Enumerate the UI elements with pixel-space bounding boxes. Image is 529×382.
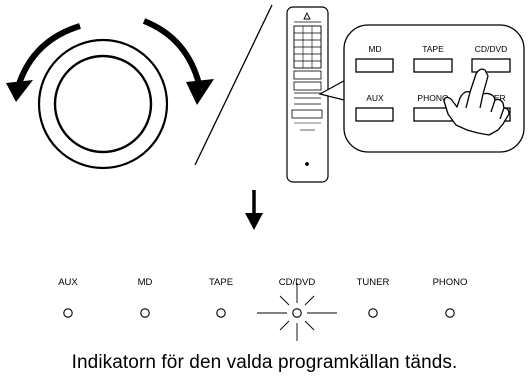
indicator-label: MD (138, 277, 153, 288)
divider-line (194, 4, 273, 166)
indicator-label: AUX (58, 277, 78, 288)
light-rays-icon (257, 283, 337, 341)
up-triangle-icon (303, 11, 311, 20)
remote-control (286, 6, 329, 183)
rotate-left-arrow-icon (6, 23, 81, 102)
indicator-cd-dvd: CD/DVD (257, 277, 337, 341)
indicator-tape: TAPE (209, 277, 233, 318)
indicator-md: MD (138, 277, 153, 318)
phono-button-label: PHONO (417, 93, 449, 103)
indicator-aux: AUX (58, 277, 78, 318)
input-selector-knob (37, 38, 169, 170)
md-button[interactable]: MD (355, 44, 394, 73)
aux-button-label: AUX (366, 93, 384, 103)
indicator-phono: PHONO (433, 277, 468, 318)
indicator-lamp (63, 308, 73, 318)
md-button-label: MD (368, 44, 381, 54)
cd-dvd-button-label: CD/DVD (475, 44, 508, 54)
indicator-lamp (140, 308, 150, 318)
indicator-lamp (445, 308, 455, 318)
indicator-lamp (216, 308, 226, 318)
indicator-label: PHONO (433, 277, 468, 288)
aux-button[interactable]: AUX (355, 93, 394, 122)
rotate-right-arrow-icon (142, 18, 214, 105)
pressing-hand-icon (443, 68, 510, 136)
indicator-lamp (368, 308, 378, 318)
indicator-label: TUNER (357, 277, 390, 288)
indicator-label: TAPE (209, 277, 233, 288)
indicator-tuner: TUNER (357, 277, 390, 318)
indicator-label: CD/DVD (279, 277, 316, 288)
tape-button-label: TAPE (422, 44, 444, 54)
caption-text: Indikatorn för den valda programkällan t… (71, 352, 458, 373)
tape-button[interactable]: TAPE (413, 44, 453, 73)
indicator-lamp (292, 308, 302, 318)
down-arrow-icon (245, 190, 263, 230)
